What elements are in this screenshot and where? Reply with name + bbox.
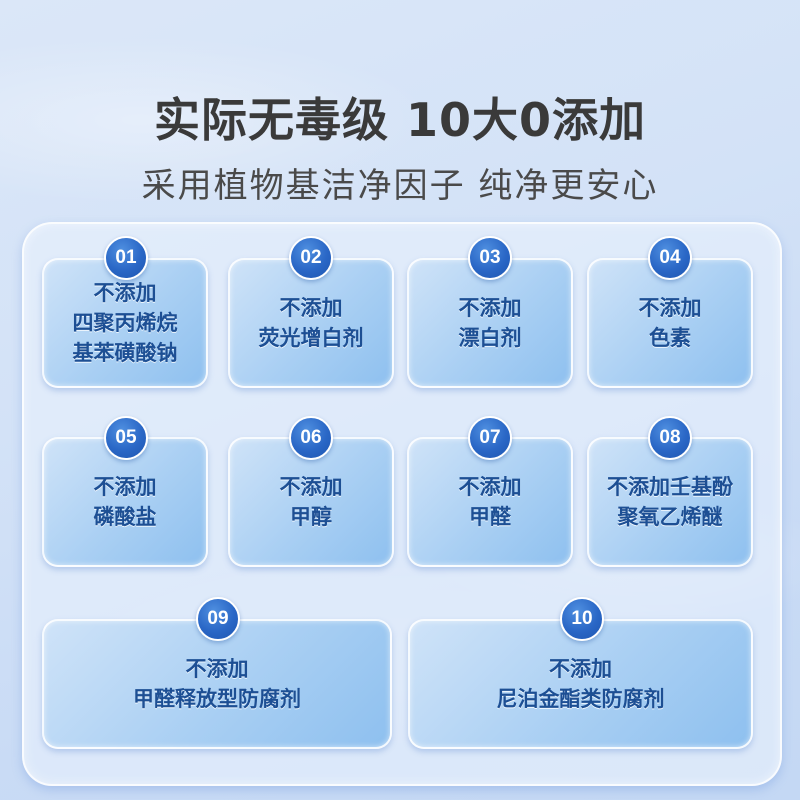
- page-subtitle: 采用植物基洁净因子 纯净更安心: [141, 166, 659, 206]
- card-label: 磷酸盐: [93, 504, 157, 529]
- card-label: 尼泊金酯类防腐剂: [496, 686, 665, 711]
- card-label: 不添加: [279, 474, 343, 499]
- card-label: 甲醛释放型防腐剂: [133, 686, 301, 711]
- number-badge-02: 02: [289, 236, 333, 280]
- number-badge-03: 03: [468, 236, 512, 280]
- card-label: 荧光增白剂: [258, 325, 364, 350]
- number-badge-04: 04: [648, 236, 692, 280]
- number-badge-01: 01: [104, 236, 148, 280]
- card-label: 甲醛: [469, 504, 511, 529]
- number-badge-05: 05: [104, 416, 148, 460]
- card-label: 不添加: [93, 280, 157, 305]
- number-badge-10: 10: [560, 597, 604, 641]
- card-label: 不添加壬基酚: [607, 474, 733, 499]
- card-label: 聚氧乙烯醚: [617, 504, 723, 529]
- card-label: 甲醇: [290, 504, 332, 529]
- page-title: 实际无毒级 10大0添加: [153, 93, 647, 147]
- card-label: 不添加: [279, 295, 343, 320]
- card-label: 不添加: [458, 295, 522, 320]
- card-label: 不添加: [185, 656, 249, 681]
- number-badge-08: 08: [648, 416, 692, 460]
- card-label: 四聚丙烯烷: [72, 310, 178, 335]
- card-label: 色素: [649, 325, 691, 350]
- card-label: 漂白剂: [458, 325, 522, 350]
- card-label: 不添加: [549, 656, 612, 681]
- card-label: 不添加: [638, 295, 702, 320]
- card-label: 基苯磺酸钠: [72, 340, 178, 365]
- number-badge-07: 07: [468, 416, 512, 460]
- number-badge-09: 09: [196, 597, 240, 641]
- number-badge-06: 06: [289, 416, 333, 460]
- additive-card-04: 不添加 色素: [587, 258, 753, 388]
- card-label: 不添加: [458, 474, 522, 499]
- card-label: 不添加: [93, 474, 157, 499]
